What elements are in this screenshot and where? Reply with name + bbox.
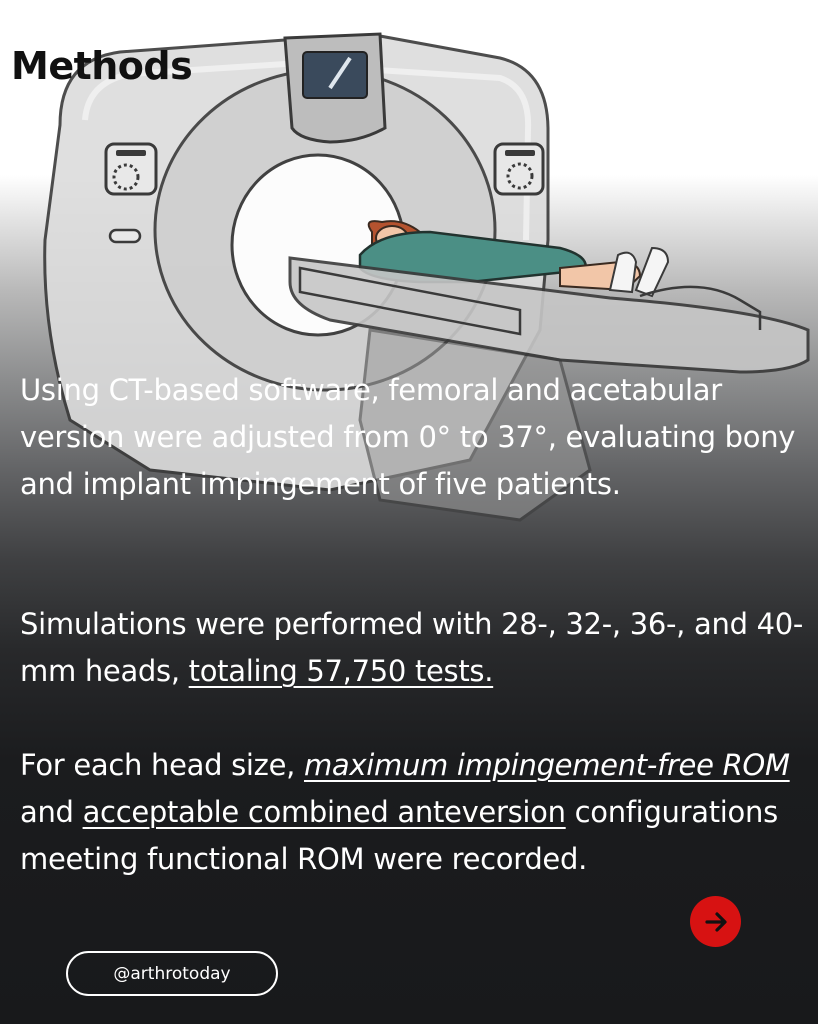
max-rom-highlight: maximum impingement-free ROM [303, 748, 790, 782]
arrow-right-icon [704, 911, 727, 932]
author-handle[interactable]: @arthrotoday [66, 951, 278, 996]
table-base [358, 328, 592, 522]
control-panel-right [493, 142, 545, 196]
anteversion-highlight: acceptable combined anteversion [82, 795, 566, 829]
total-tests-highlight: totaling 57,750 tests. [188, 654, 494, 688]
ct-scanner-illustration [43, 32, 810, 522]
patient-figure [358, 220, 670, 298]
methods-paragraph-3: For each head size, maximum impingement-… [20, 742, 810, 883]
page-title: Methods [11, 44, 193, 88]
paragraph-3-text-mid: and [20, 795, 83, 829]
next-slide-button[interactable] [690, 896, 741, 947]
methods-paragraph-1: Using CT-based software, femoral and ace… [20, 373, 796, 501]
paragraph-3-text-start: For each head size, [20, 748, 304, 782]
patient-table [288, 256, 810, 374]
paragraph-3-text-end: configurations meeting functional ROM we… [20, 795, 778, 876]
paragraph-2-text: Simulations were performed with 28-, 32-… [20, 607, 804, 688]
control-panel-left [104, 142, 158, 196]
methods-paragraph-2: Simulations were performed with 28-, 32-… [20, 601, 810, 695]
